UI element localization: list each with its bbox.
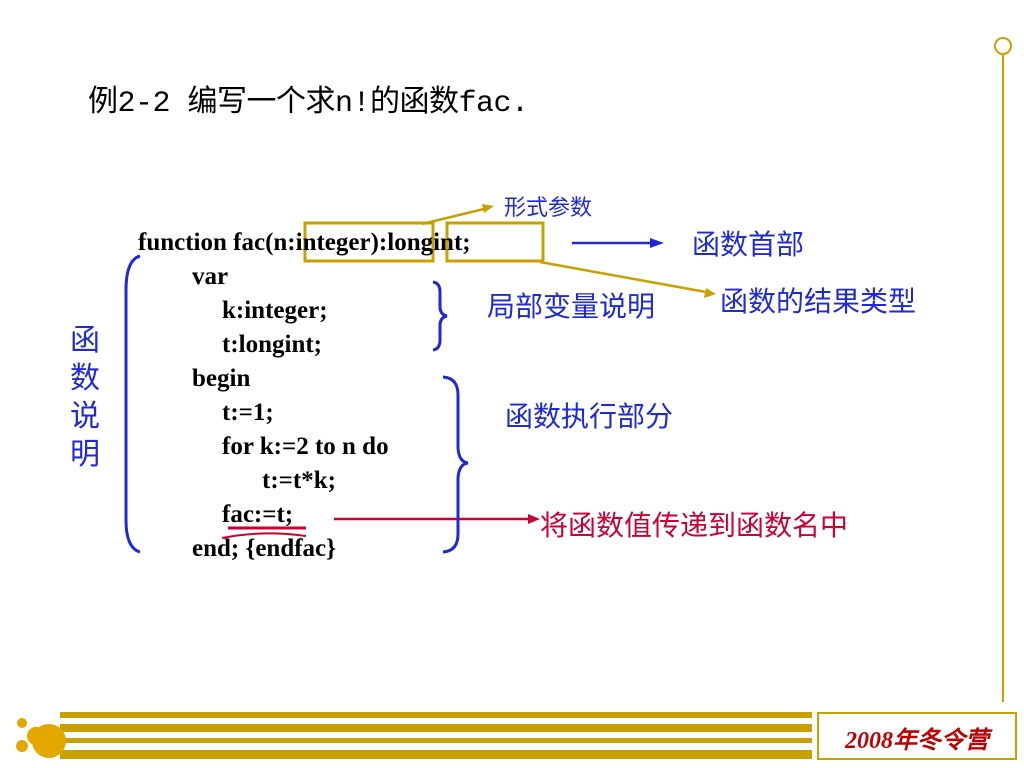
footer-bar-bottom: [60, 750, 812, 759]
code-line-for-loop: for k:=2 to n do: [222, 433, 389, 460]
function-header-label: 函数首部: [692, 228, 805, 261]
function-bracket: [124, 254, 141, 554]
footer-event-label: 2008年冬令营: [845, 728, 989, 754]
footer-bar-low: [60, 738, 812, 743]
local-vars-label: 局部变量说明: [487, 290, 656, 323]
formal-params-arrowhead: [482, 204, 494, 213]
formal-params-arrow: [421, 206, 489, 226]
param-highlight-box: [303, 221, 435, 263]
slide-title: 例2-2 编写一个求n!的函数fac.: [88, 87, 529, 121]
footer-dot-small-2: [16, 740, 28, 752]
footer-dot-small-1: [17, 718, 27, 728]
header-arrowhead: [650, 238, 664, 248]
exec-part-label: 函数执行部分: [505, 400, 674, 433]
code-line-multiply: t:=t*k;: [262, 467, 336, 494]
side-label-char: 明: [70, 437, 100, 472]
code-line-var: var: [192, 263, 229, 290]
code-line-end: end; {endfac}: [192, 535, 337, 562]
formal-params-label: 形式参数: [504, 196, 593, 221]
footer-box: [817, 712, 1017, 760]
result-type-arrowhead: [704, 288, 716, 298]
footer-bar-top: [60, 712, 812, 718]
code-line-function-header: function fac(n:integer):longint;: [138, 229, 471, 256]
code-line-t-init: t:=1;: [222, 399, 274, 426]
result-type-highlight-box: [445, 221, 545, 263]
local-vars-brace: [432, 280, 448, 352]
pass-value-label: 将函数值传递到函数名中: [540, 509, 849, 542]
result-type-label: 函数的结果类型: [720, 285, 917, 318]
code-line-begin: begin: [192, 365, 251, 392]
side-label-char: 数: [70, 361, 100, 396]
result-type-arrow: [539, 260, 707, 294]
footer-bar-mid: [60, 724, 812, 732]
side-label-char: 说: [70, 399, 100, 434]
code-line-k-decl: k:integer;: [222, 297, 328, 324]
side-label-char: 函: [70, 323, 100, 358]
side-label-function-description: 函 数 说 明: [66, 322, 104, 474]
fac-underline-curve: [221, 532, 307, 539]
pass-value-arrowhead: [528, 514, 540, 524]
code-line-assign-result: fac:=t;: [222, 501, 294, 528]
right-border-circle: [994, 37, 1012, 55]
exec-part-brace: [442, 375, 469, 554]
footer-dot-large: [32, 724, 66, 758]
code-line-t-decl: t:longint;: [222, 331, 322, 358]
